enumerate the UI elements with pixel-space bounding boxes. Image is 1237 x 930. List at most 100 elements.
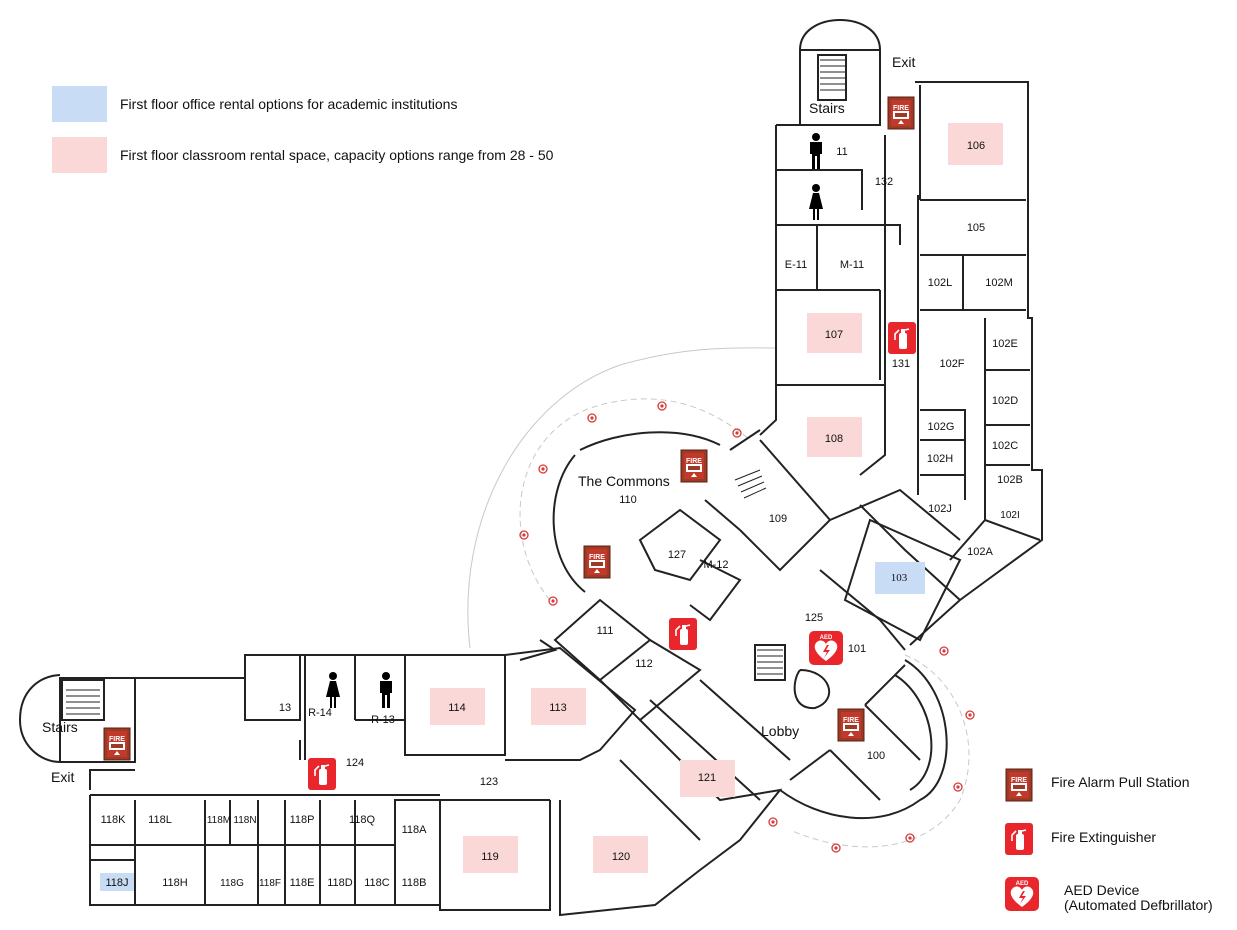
legend-fire-alarm: FIRE Fire Alarm Pull Station (1004, 767, 1234, 807)
commons-label: The Commons (578, 473, 670, 489)
room-label: 103 (891, 572, 908, 584)
room-label: 102D (992, 395, 1018, 407)
room-label: 118H (162, 877, 188, 889)
aed-heart-icon: AED (1005, 877, 1039, 911)
door-markers (519, 401, 975, 853)
legend-extinguisher: Fire Extinguisher (1004, 822, 1234, 862)
fire-alarm-pull-station-icon (583, 545, 611, 579)
room-label: 102F (939, 358, 964, 370)
fire-alarm-text: FIRE (1011, 777, 1027, 784)
guide-arcs (467, 347, 970, 848)
room-label: 118J (105, 877, 128, 889)
room-label: 118B (402, 877, 427, 889)
room-label: 102M (985, 277, 1013, 289)
room-label: 112 (635, 658, 653, 670)
north-wing-walls (759, 19, 1043, 646)
room-label: 118D (327, 877, 353, 889)
room-label: 102E (992, 338, 1018, 350)
room-label: 102B (997, 474, 1023, 486)
lobby-label: Lobby (761, 723, 799, 739)
room-label: 118F (259, 878, 281, 889)
stairs-label: Stairs (42, 719, 78, 735)
room-label: M-12 (703, 559, 728, 571)
center-walls (552, 429, 962, 722)
legend-extinguisher-text: Fire Extinguisher (1051, 829, 1157, 845)
men-restroom-icon (810, 133, 822, 169)
legend-aed-text-line2: (Automated Defbrillator) (1064, 897, 1213, 913)
legend-aed-text-line1: AED Device (1064, 882, 1140, 898)
fire-extinguisher-icon (887, 321, 917, 355)
room-label: 118A (402, 824, 428, 836)
room-label: 118E (290, 877, 315, 889)
room-label: 102G (928, 421, 955, 433)
fire-alarm-text: FIRE (843, 717, 859, 724)
room-label: 118L (148, 814, 172, 826)
legend-fire-alarm-text: Fire Alarm Pull Station (1051, 774, 1190, 790)
room-label: 118P (290, 814, 315, 826)
aed-text: AED (1016, 881, 1029, 887)
fire-alarm-text: FIRE (686, 458, 702, 465)
room-label: 108 (825, 433, 843, 445)
room-label: 13 (279, 702, 291, 714)
room-label: 102L (928, 277, 952, 289)
room-label: 113 (549, 702, 567, 714)
fire-extinguisher-icon (668, 617, 698, 651)
fire-alarm-text: FIRE (893, 105, 909, 112)
legend-classroom: First floor classroom rental space, capa… (52, 137, 652, 173)
room-label: 11 (836, 146, 847, 158)
room-label: 127 (668, 549, 686, 561)
aed-text: AED (820, 635, 833, 641)
legend-office-text: First floor office rental options for ac… (120, 96, 458, 112)
room-label: 102C (992, 440, 1018, 452)
room-label: 132 (875, 176, 893, 188)
legend-office: First floor office rental options for ac… (52, 86, 652, 122)
room-label: 102I (1000, 510, 1019, 521)
exit-label: Exit (51, 769, 74, 785)
room-label: 125 (805, 612, 823, 624)
fire-alarm-pull-station-icon (887, 96, 915, 130)
south-wing-walls (394, 639, 791, 917)
room-label: R-14 (308, 707, 332, 719)
room-label: 111 (597, 625, 614, 637)
room-label: 118N (233, 815, 256, 826)
legend-aed: AED AED Device (Automated Defbrillator) (1004, 876, 1234, 916)
room-label: M-11 (840, 259, 864, 271)
legend-classroom-text: First floor classroom rental space, capa… (120, 147, 554, 163)
room-label: 120 (612, 851, 630, 863)
stairs-label: Stairs (809, 100, 845, 116)
lobby-walls (754, 644, 948, 820)
commons-number: 110 (619, 494, 637, 506)
fire-extinguisher-icon (1004, 822, 1034, 856)
fire-alarm-pull-station-icon (837, 708, 865, 742)
room-label: 118G (220, 878, 244, 889)
room-label: 107 (825, 329, 843, 341)
office-swatch (52, 86, 107, 122)
room-label: 109 (769, 513, 787, 525)
room-label: 119 (481, 851, 499, 863)
room-label: 123 (480, 776, 498, 788)
room-label: 105 (967, 222, 985, 234)
room-label: 118M (207, 815, 231, 826)
room-label: 118K (101, 814, 127, 826)
room-label: 106 (967, 140, 985, 152)
west-wing-walls (19, 654, 440, 906)
room-label: 131 (892, 358, 910, 370)
fire-alarm-pull-station-icon: FIRE (1005, 768, 1033, 802)
women-restroom-icon (809, 184, 823, 220)
exit-label: Exit (892, 54, 915, 70)
room-label: 114 (448, 702, 466, 714)
room-label: 102J (928, 503, 952, 515)
fire-alarm-text: FIRE (109, 736, 125, 743)
room-label: 124 (346, 757, 364, 769)
fire-alarm-text: FIRE (589, 554, 605, 561)
fire-alarm-pull-station-icon (680, 449, 708, 483)
room-label: 100 (867, 750, 885, 762)
stairs-icon (66, 59, 845, 715)
room-label: 121 (698, 772, 716, 784)
room-label: 102H (927, 453, 953, 465)
room-label: R-13 (371, 714, 395, 726)
room-label: 101 (848, 643, 866, 655)
room-label: E-11 (785, 259, 807, 271)
women-restroom-icon (326, 672, 340, 708)
